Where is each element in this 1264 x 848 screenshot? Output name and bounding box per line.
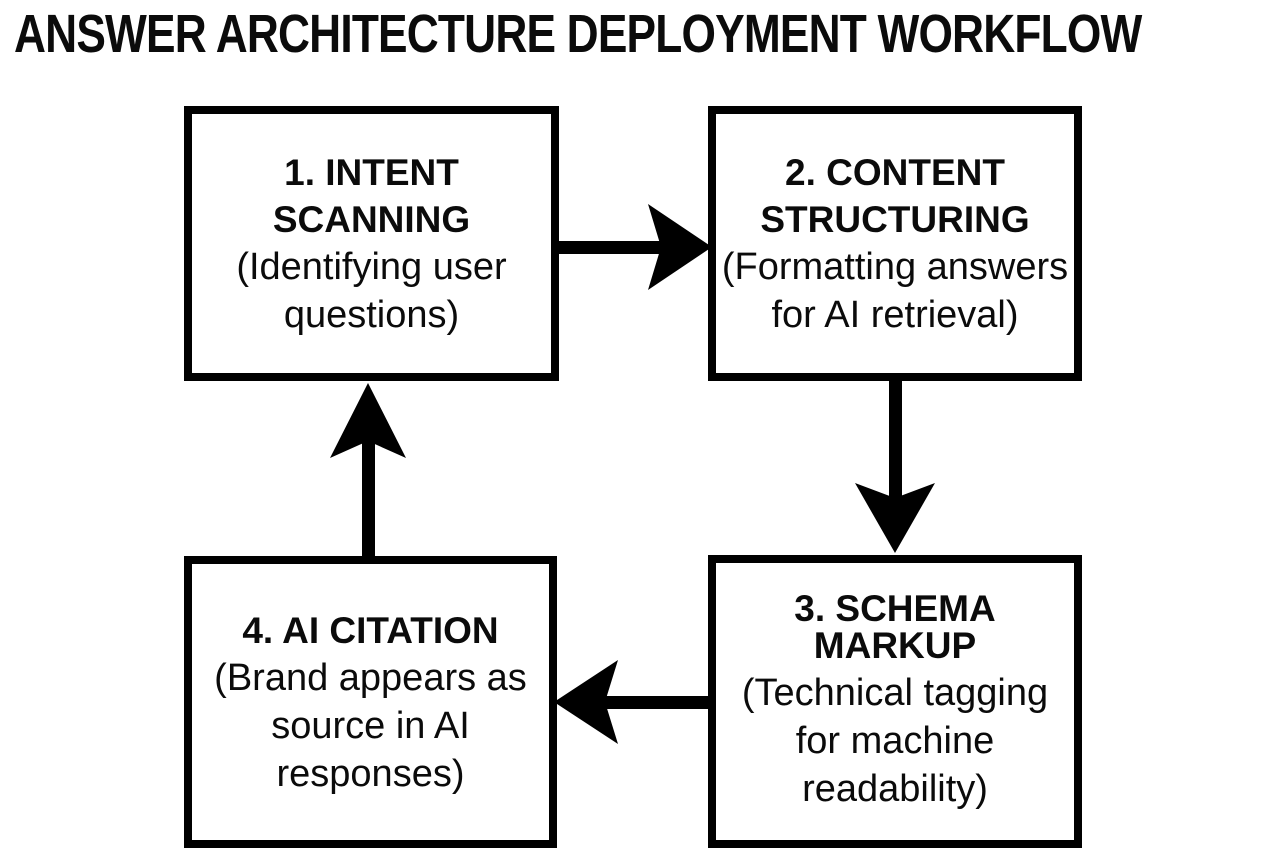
step-box-intent-scanning: 1. INTENT SCANNING (Identifying user que… xyxy=(184,106,559,381)
step-2-heading-line: STRUCTURING xyxy=(760,198,1030,240)
step-3-desc-line: readability) xyxy=(802,768,988,810)
step-1-description: (Identifying user questions) xyxy=(236,243,506,339)
step-4-desc-line: (Brand appears as xyxy=(214,656,527,699)
step-2-desc-line: (Formatting answers xyxy=(721,245,1069,288)
step-3-heading: 3. SCHEMA MARKUP xyxy=(794,590,995,669)
step-4-desc-line: source in AI xyxy=(271,704,470,747)
diagram-title: ANSWER ARCHITECTURE DEPLOYMENT WORKFLOW xyxy=(14,4,1142,64)
step-2-heading-line: 2. CONTENT xyxy=(785,151,1005,193)
step-box-schema-markup: 3. SCHEMA MARKUP (Technical tagging for … xyxy=(708,555,1082,848)
step-4-description: (Brand appears as source in AI responses… xyxy=(214,654,527,798)
step-1-heading: 1. INTENT SCANNING xyxy=(273,149,470,243)
step-1-heading-line: 1. INTENT xyxy=(284,151,459,193)
step-3-desc-line: (Technical tagging xyxy=(741,672,1049,714)
arrow-up-icon xyxy=(330,383,406,558)
step-2-description: (Formatting answers for AI retrieval) xyxy=(722,243,1068,339)
step-4-desc-line: responses) xyxy=(276,752,465,795)
step-3-heading-line: MARKUP xyxy=(813,625,977,666)
step-2-desc-line: for AI retrieval) xyxy=(771,293,1019,336)
step-2-heading: 2. CONTENT STRUCTURING xyxy=(760,149,1029,243)
step-1-desc-line: (Identifying user xyxy=(236,245,507,288)
arrow-right-icon xyxy=(556,204,712,290)
arrow-down-icon xyxy=(855,379,935,553)
arrow-left-icon xyxy=(554,660,710,744)
step-3-description: (Technical tagging for machine readabili… xyxy=(742,669,1048,813)
step-1-desc-line: questions) xyxy=(283,293,460,336)
step-box-content-structuring: 2. CONTENT STRUCTURING (Formatting answe… xyxy=(708,106,1082,381)
step-4-heading-line: 4. AI CITATION xyxy=(242,609,499,651)
step-4-heading: 4. AI CITATION xyxy=(242,607,498,654)
step-box-ai-citation: 4. AI CITATION (Brand appears as source … xyxy=(184,556,557,848)
step-3-desc-line: for machine xyxy=(795,720,995,762)
step-1-heading-line: SCANNING xyxy=(272,198,471,240)
step-3-heading-line: 3. SCHEMA xyxy=(794,588,996,629)
